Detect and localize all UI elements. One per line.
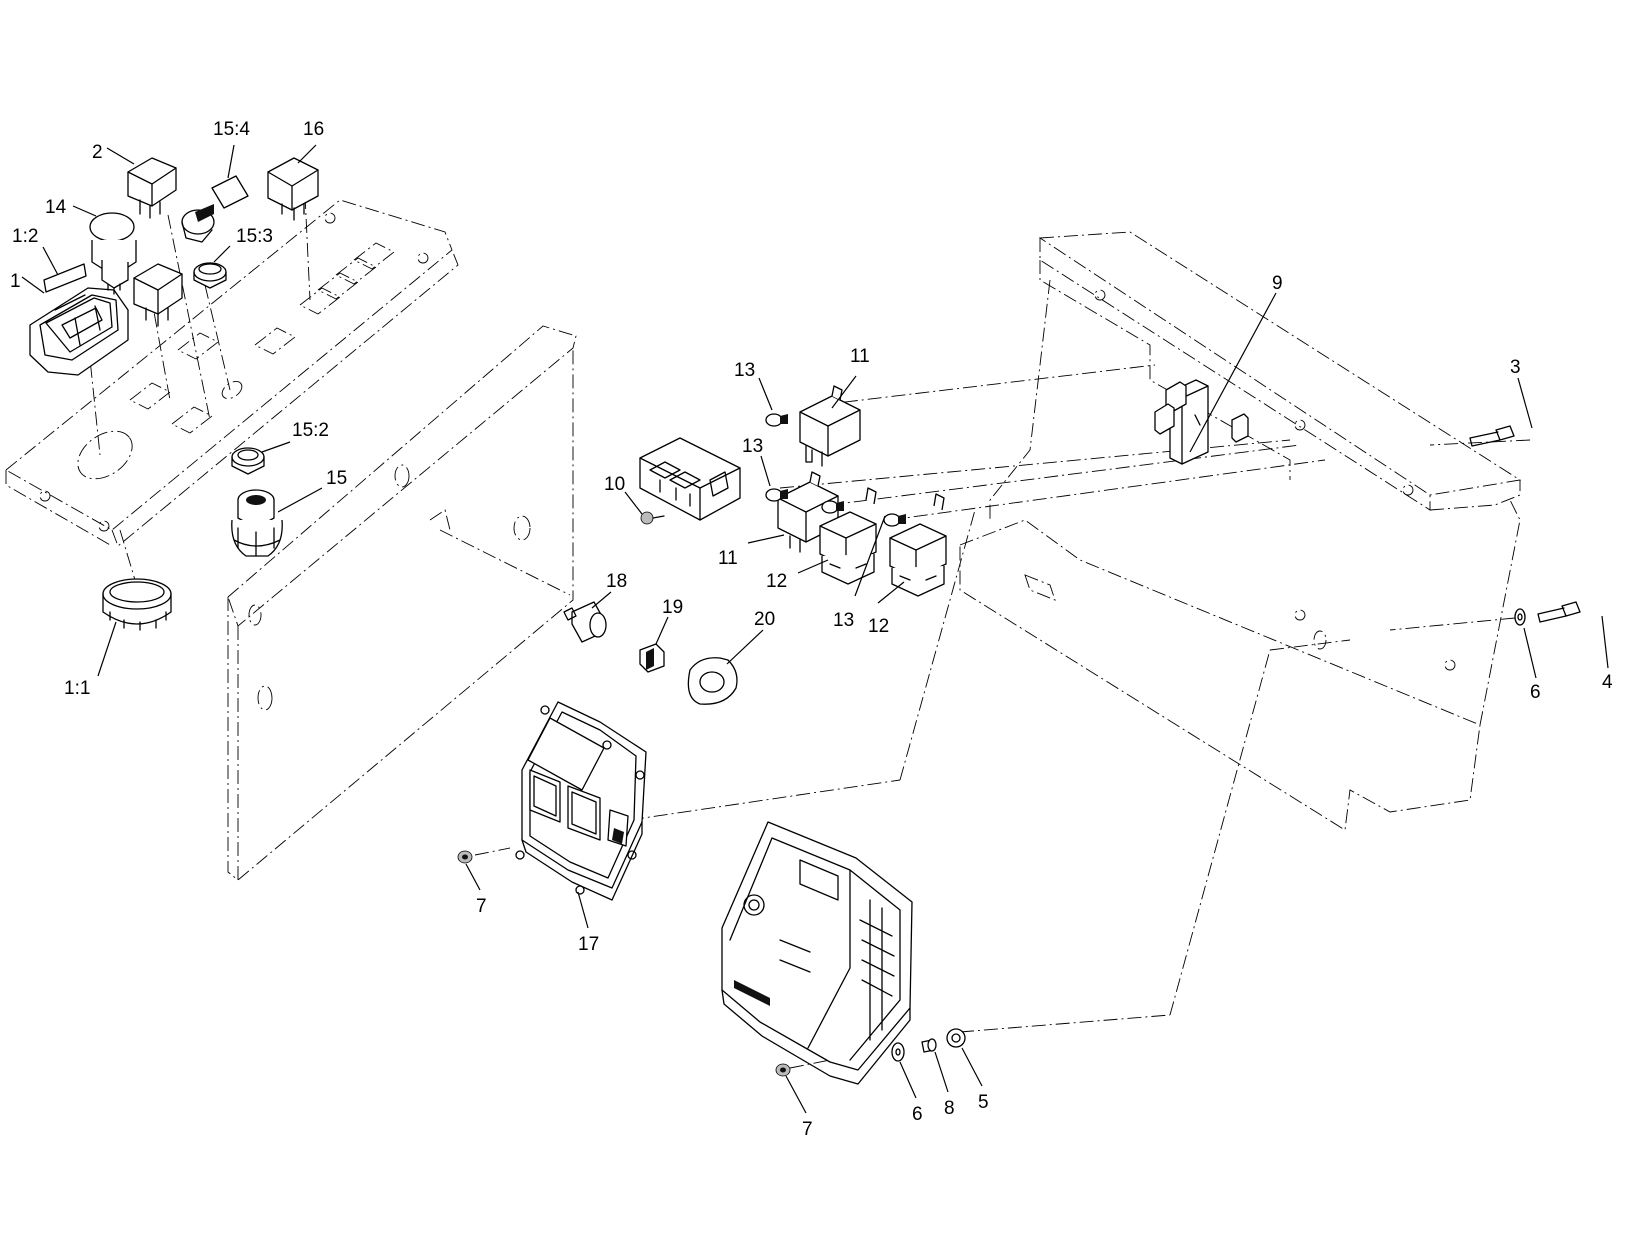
washer-6-right-part <box>1514 608 1526 626</box>
callout-12-right: 12 <box>868 616 889 637</box>
callout-14: 14 <box>45 197 67 218</box>
callout-20: 20 <box>754 609 775 630</box>
label-decal-part <box>43 263 87 293</box>
callout-8: 8 <box>944 1098 955 1119</box>
relay-socket-right-part <box>889 493 947 597</box>
rocker-switch-right-part <box>267 157 319 221</box>
relay-socket-left-part <box>819 487 877 585</box>
ignition-nut-part <box>193 262 227 289</box>
nut-7-left-part <box>457 850 473 864</box>
panel-tabs <box>1154 381 1249 443</box>
callout-15: 15 <box>326 468 347 489</box>
callout-labels: 15:4 16 2 14 1:2 15:3 1 15:2 15 1:1 13 1… <box>10 119 1613 1140</box>
callout-11-upper: 11 <box>850 346 870 367</box>
callout-17: 17 <box>578 934 599 955</box>
callout-3: 3 <box>1510 357 1521 378</box>
phantom-control-panel-plate <box>5 199 459 547</box>
grommet-5-part <box>946 1028 966 1048</box>
callout-2: 2 <box>92 142 103 163</box>
leader-lines <box>21 144 1609 1114</box>
callout-6-bottom: 6 <box>912 1104 923 1125</box>
phantom-mounting-bracket <box>959 231 1522 831</box>
callout-13-middle: 13 <box>742 436 763 457</box>
relay-upper-part <box>799 385 861 467</box>
display-housing-part <box>29 287 129 376</box>
callout-19: 19 <box>662 597 683 618</box>
engine-control-module-part <box>721 821 913 1085</box>
callout-5: 5 <box>978 1092 989 1113</box>
callout-18: 18 <box>606 571 627 592</box>
callout-9: 9 <box>1272 273 1283 294</box>
spacer-8-part <box>921 1038 937 1053</box>
callout-15-2: 15:2 <box>292 420 329 441</box>
switch-nut-part <box>231 447 265 475</box>
callout-13-lower: 13 <box>833 610 854 631</box>
callout-1: 1 <box>10 271 21 292</box>
push-button-part <box>89 212 137 295</box>
fuse-block-part <box>639 437 741 521</box>
callout-15-4: 15:4 <box>213 119 250 140</box>
callout-13-upper: 13 <box>734 360 755 381</box>
callout-7-left: 7 <box>476 896 487 917</box>
washer-6-bottom-part <box>891 1042 905 1062</box>
rocker-switch-middle-part <box>133 263 183 327</box>
bezel-plate-part <box>687 657 738 705</box>
bolt-3-part <box>1469 425 1515 447</box>
nut-7-bottom-part <box>775 1063 791 1077</box>
callout-6-right: 6 <box>1530 682 1541 703</box>
retaining-ring-part <box>102 578 172 631</box>
callout-1-2: 1:2 <box>12 226 38 247</box>
callout-7-bottom: 7 <box>802 1119 813 1140</box>
callout-12-left: 12 <box>766 571 787 592</box>
ignition-switch-part <box>231 489 283 557</box>
callout-10: 10 <box>604 474 625 495</box>
callout-11-lower: 11 <box>718 548 738 569</box>
rocker-switch-top-part <box>127 157 177 219</box>
controller-module-17-part <box>515 701 647 901</box>
callout-15-3: 15:3 <box>236 226 273 247</box>
push-fastener-part <box>765 413 906 527</box>
power-socket-part <box>563 601 607 643</box>
callout-16: 16 <box>303 119 324 140</box>
socket-cap-part <box>639 643 665 673</box>
ignition-key-part <box>181 175 249 243</box>
callout-4: 4 <box>1602 672 1613 693</box>
screw-10-part <box>640 511 665 525</box>
callout-1-1: 1:1 <box>64 678 90 699</box>
phantom-side-panel <box>227 325 577 881</box>
bolt-4-part <box>1537 601 1581 623</box>
